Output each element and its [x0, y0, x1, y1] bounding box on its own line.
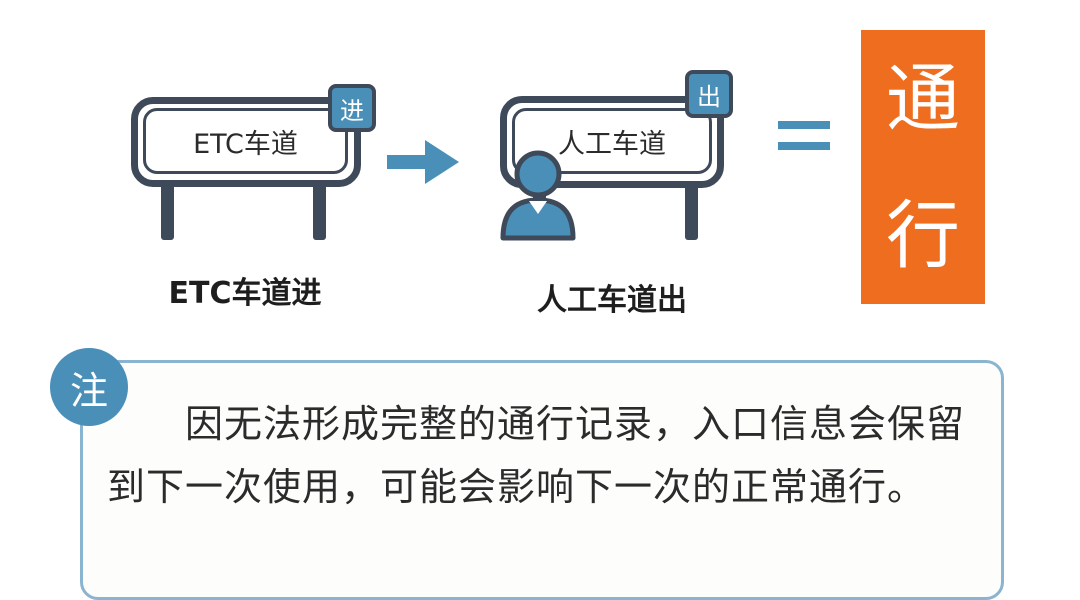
arrow-right-icon — [387, 140, 459, 184]
person-icon — [500, 150, 576, 241]
entry-tag: 进 — [328, 84, 376, 132]
manual-caption: 人工车道出 — [537, 283, 687, 318]
result-char-1: 通 — [886, 55, 960, 142]
right-post-2 — [685, 178, 698, 240]
note-text: 因无法形成完整的通行记录，入口信息会保留到下一次使用，可能会影响下一次的正常通行… — [107, 402, 966, 509]
result-char-2: 行 — [886, 192, 960, 279]
result-box: 通 行 — [861, 30, 985, 304]
left-post-2 — [313, 178, 326, 240]
etc-caption: ETC车道进 — [168, 276, 322, 311]
equals-icon — [778, 121, 830, 150]
left-post-1 — [161, 178, 174, 240]
exit-tag: 出 — [685, 70, 733, 118]
note-box: 因无法形成完整的通行记录，入口信息会保留到下一次使用，可能会影响下一次的正常通行… — [80, 360, 1004, 600]
note-badge: 注 — [50, 348, 128, 426]
etc-sign-label: ETC车道 — [143, 108, 348, 174]
